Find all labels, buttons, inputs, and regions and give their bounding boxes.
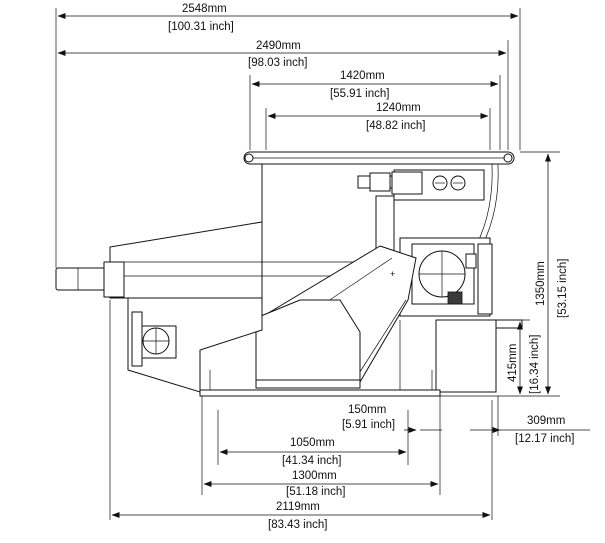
- outer-base-mm: 1300mm: [292, 470, 337, 482]
- rear-offset-mm: 309mm: [527, 415, 565, 427]
- overall-length-inch: [100.31 inch]: [168, 21, 234, 33]
- upper-span-mm: 1240mm: [376, 102, 421, 114]
- inner-base-mm: 1050mm: [290, 437, 335, 449]
- lower-height-mm: 415mm: [507, 344, 519, 382]
- upper-span-inch: [48.82 inch]: [366, 120, 425, 132]
- overall-height-inch: [53.15 inch]: [557, 259, 569, 318]
- svg-text:+: +: [390, 269, 395, 279]
- foot-offset-inch: [5.91 inch]: [342, 419, 395, 431]
- dimension-labels: 2548mm [100.31 inch] 2490mm [98.03 inch]…: [168, 3, 574, 531]
- overall-length-mm: 2548mm: [182, 3, 227, 15]
- upper-frame-mm: 1420mm: [340, 70, 385, 82]
- rail-length-inch: [98.03 inch]: [248, 57, 307, 69]
- rail-length-mm: 2490mm: [256, 40, 301, 52]
- overall-base-inch: [83.43 inch]: [268, 519, 327, 531]
- inner-base-inch: [41.34 inch]: [282, 455, 341, 467]
- upper-frame-inch: [55.91 inch]: [330, 88, 389, 100]
- foot-offset-mm: 150mm: [348, 404, 386, 416]
- rear-offset-inch: [12.17 inch]: [515, 433, 574, 445]
- dimension-lines: [57, 13, 590, 518]
- lower-height-inch: [16.34 inch]: [529, 335, 541, 394]
- machine-side-view: +: [55, 151, 523, 397]
- outer-base-inch: [51.18 inch]: [286, 486, 345, 498]
- overall-base-mm: 2119mm: [276, 501, 320, 513]
- overall-height-mm: 1350mm: [535, 261, 547, 306]
